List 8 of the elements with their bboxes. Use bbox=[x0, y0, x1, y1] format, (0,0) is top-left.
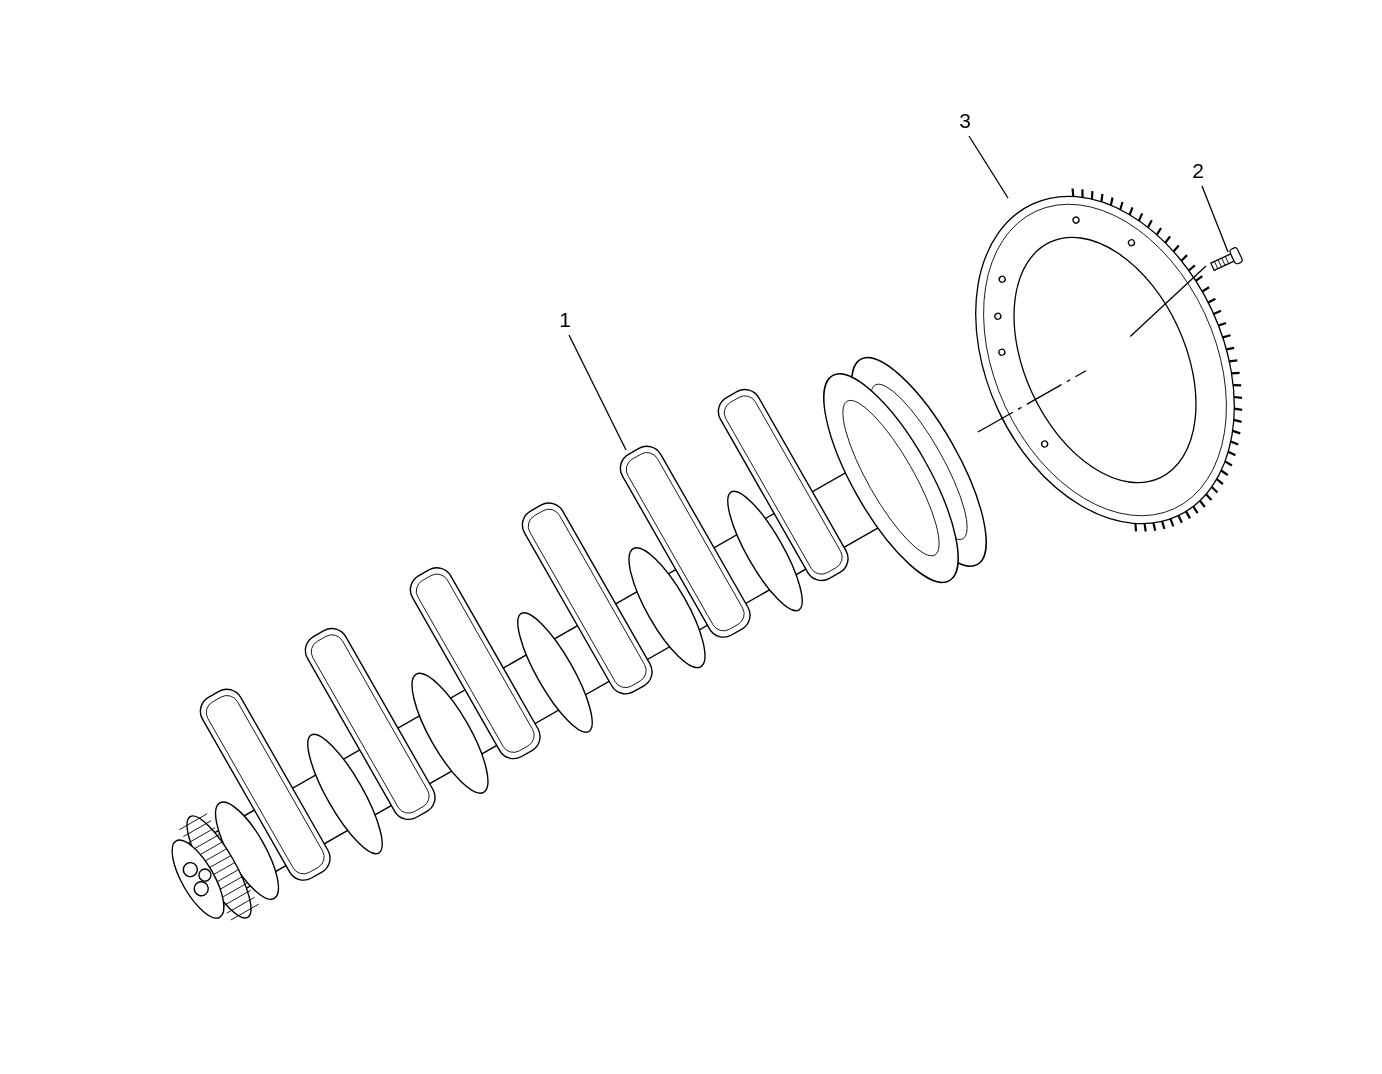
leader-line bbox=[968, 135, 1009, 199]
assembly-line bbox=[1129, 265, 1207, 338]
assembly-line bbox=[977, 370, 1087, 433]
leader-line bbox=[1201, 185, 1229, 253]
callout-number: 3 bbox=[956, 110, 974, 132]
callout-number: 2 bbox=[1189, 160, 1207, 182]
callout-number: 1 bbox=[556, 309, 574, 331]
leader-line bbox=[568, 334, 627, 451]
